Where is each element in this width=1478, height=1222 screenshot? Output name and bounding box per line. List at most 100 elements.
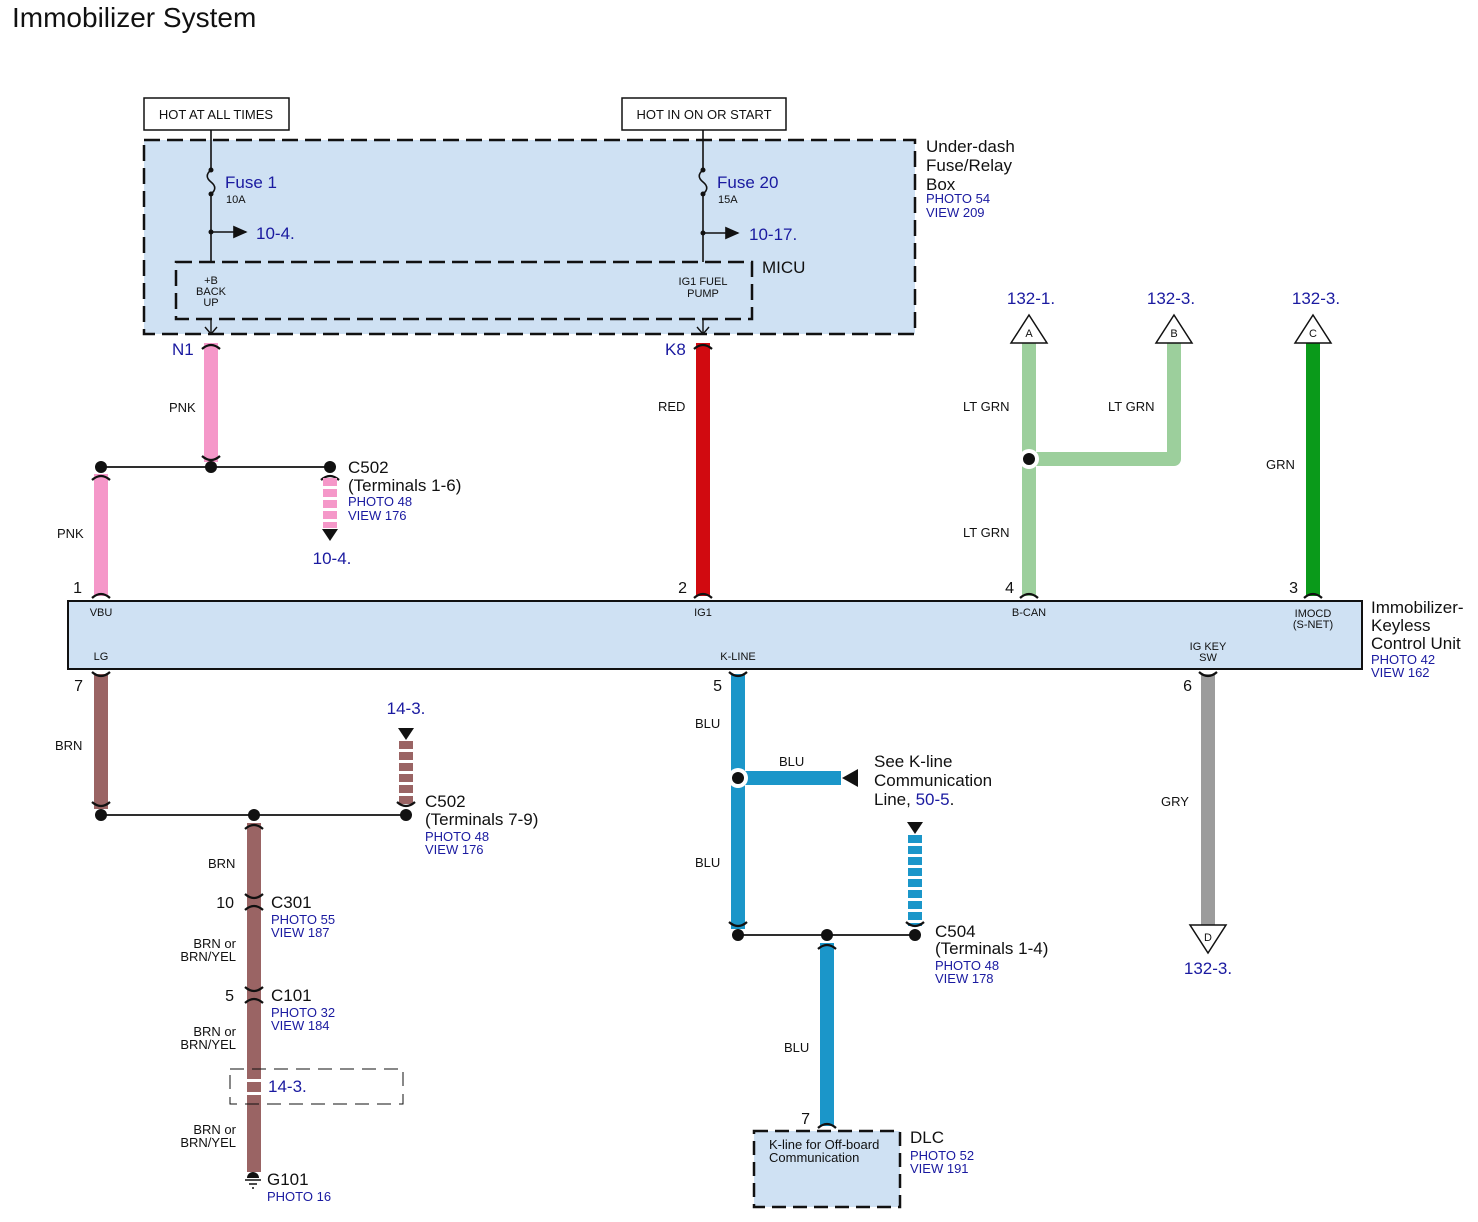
terminal-k8-label: K8 <box>665 340 686 359</box>
junction-dot-blu <box>732 772 744 784</box>
dlc-photo[interactable]: PHOTO 52 <box>910 1148 974 1163</box>
connector-cap-c502-lower <box>396 801 416 808</box>
c101-photo[interactable]: PHOTO 32 <box>271 1005 335 1020</box>
junction-dot-c502-lower <box>400 809 412 821</box>
junction-dot-c502-upper <box>324 461 336 473</box>
c101-view[interactable]: VIEW 184 <box>271 1018 330 1033</box>
connector-cap-pin-5 <box>728 671 748 678</box>
fuse-box-view[interactable]: VIEW 209 <box>926 205 985 220</box>
hot-at-all-times-label: HOT AT ALL TIMES <box>159 107 273 122</box>
pin-label-imocd: IMOCD <box>1295 608 1332 620</box>
pin-number-2: 2 <box>678 580 687 597</box>
offpage-c-ref[interactable]: 132-3. <box>1292 289 1340 308</box>
c101-connector: 5 C101 PHOTO 32 VIEW 184 <box>225 986 335 1033</box>
wire-label-brn-mid: BRN <box>208 856 235 871</box>
c301-pin: 10 <box>216 895 234 912</box>
immobilizer-keyless-control-unit: Immobilizer- Keyless Control Unit PHOTO … <box>67 580 1464 695</box>
fuse-box-name-line-1: Under-dash <box>926 137 1015 156</box>
connector-cap-pin-3 <box>1303 592 1323 599</box>
kline-see-ref-link[interactable]: 50-5 <box>916 790 950 809</box>
control-unit-photo[interactable]: PHOTO 42 <box>1371 652 1435 667</box>
fuse-box-name-line-3: Box <box>926 175 956 194</box>
connector-cap-pin-6 <box>1198 671 1218 678</box>
fuse-box-name-line-2: Fuse/Relay <box>926 156 1012 175</box>
dlc-pin: 7 <box>801 1111 810 1128</box>
pin-label-ig-key: IG KEY <box>1190 641 1227 653</box>
offpage-d-ref[interactable]: 132-3. <box>1184 959 1232 978</box>
pin-number-4: 4 <box>1005 580 1014 597</box>
c502-lower-ref-link[interactable]: 14-3. <box>387 699 426 718</box>
junction-dot-pnk-left <box>95 461 107 473</box>
dlc-inner-line-2: Communication <box>769 1150 859 1165</box>
pin-label-s-net: (S-NET) <box>1293 619 1333 631</box>
under-dash-fuse-relay-box: Under-dash Fuse/Relay Box PHOTO 54 VIEW … <box>142 130 1015 336</box>
ground-ref-box: 14-3. <box>229 1068 404 1105</box>
c502-upper-terminals: (Terminals 1-6) <box>348 476 461 495</box>
wire-label-brn-or-3a: BRN or <box>193 1122 236 1137</box>
c502-upper-connector: C502 (Terminals 1-6) PHOTO 48 VIEW 176 1… <box>313 458 462 568</box>
offpage-b-ref[interactable]: 132-3. <box>1147 289 1195 308</box>
offpage-connector-a[interactable]: 132-1. A <box>1007 289 1055 344</box>
wires-layer <box>91 343 1323 1172</box>
connector-cap-pnk-left <box>91 474 111 481</box>
fuse-1-ref-link[interactable]: 10-4. <box>256 224 295 243</box>
connector-cap-c502-upper <box>320 474 340 481</box>
g101-photo[interactable]: PHOTO 16 <box>267 1189 331 1204</box>
wire-label-pnk-upper: PNK <box>169 400 196 415</box>
arrow-c502-upper-down-icon <box>322 529 338 541</box>
wire-label-brn-or-2a: BRN or <box>193 1024 236 1039</box>
c504-photo[interactable]: PHOTO 48 <box>935 958 999 973</box>
wire-label-blu-lower: BLU <box>784 1040 809 1055</box>
kline-see-line-3-prefix: Line, <box>874 790 916 809</box>
wire-break-1 <box>244 1079 264 1082</box>
c504-view[interactable]: VIEW 178 <box>935 971 994 986</box>
wire-label-ltgrn-b: LT GRN <box>1108 399 1154 414</box>
wire-label-ltgrn-lower: LT GRN <box>963 525 1009 540</box>
control-unit-view[interactable]: VIEW 162 <box>1371 665 1430 680</box>
offpage-connector-c[interactable]: 132-3. C <box>1292 289 1340 344</box>
connector-cap-c301-b <box>244 904 264 911</box>
fuse-20-name: Fuse 20 <box>717 173 778 192</box>
c502-upper-view[interactable]: VIEW 176 <box>348 508 407 523</box>
offpage-a-ref[interactable]: 132-1. <box>1007 289 1055 308</box>
connector-cap-pnk-junction <box>201 455 221 462</box>
ground-ref-link[interactable]: 14-3. <box>268 1077 307 1096</box>
kline-see-line-2: Communication <box>874 771 992 790</box>
c502-upper-ref-link[interactable]: 10-4. <box>313 549 352 568</box>
c502-upper-photo[interactable]: PHOTO 48 <box>348 494 412 509</box>
hot-at-all-times-box: HOT AT ALL TIMES <box>143 97 290 131</box>
dlc-view[interactable]: VIEW 191 <box>910 1161 969 1176</box>
dlc-connector: K-line for Off-board Communication 7 DLC… <box>752 1111 974 1209</box>
arrow-c504-down-icon <box>907 822 923 834</box>
c101-pin: 5 <box>225 988 234 1005</box>
fuse-20-ref-link[interactable]: 10-17. <box>749 225 797 244</box>
dlc-name: DLC <box>910 1128 944 1147</box>
offpage-b-letter: B <box>1170 328 1177 340</box>
connector-cap-pin-4 <box>1019 592 1039 599</box>
connector-cap-pin-7 <box>91 671 111 678</box>
wire-label-brn-or-1a: BRN or <box>193 936 236 951</box>
junction-dot-ltgrn <box>1023 453 1035 465</box>
offpage-connector-d[interactable]: D 132-3. <box>1184 924 1232 978</box>
offpage-d-letter: D <box>1204 932 1212 944</box>
diagram-title: Immobilizer System <box>12 2 257 33</box>
hot-in-on-or-start-box: HOT IN ON OR START <box>621 97 787 131</box>
c301-photo[interactable]: PHOTO 55 <box>271 912 335 927</box>
c101-name: C101 <box>271 986 312 1005</box>
pin-label-b-can: B-CAN <box>1012 607 1046 619</box>
junction-dot-pnk-mid <box>205 461 217 473</box>
kline-see-line-3: Line, 50-5. <box>874 790 954 809</box>
pin-number-1: 1 <box>73 580 82 597</box>
offpage-connector-b[interactable]: 132-3. B <box>1147 289 1195 344</box>
terminal-n1-label: N1 <box>172 340 194 359</box>
c502-lower-view[interactable]: VIEW 176 <box>425 842 484 857</box>
wire-label-pnk-lower: PNK <box>57 526 84 541</box>
offpage-a-letter: A <box>1025 328 1033 340</box>
wire-label-brn-or-3b: BRN/YEL <box>180 1135 236 1150</box>
wire-break-2 <box>244 1092 264 1095</box>
c301-view[interactable]: VIEW 187 <box>271 925 330 940</box>
c502-lower-photo[interactable]: PHOTO 48 <box>425 829 489 844</box>
fuse-box-photo[interactable]: PHOTO 54 <box>926 191 990 206</box>
wire-label-brn-or-1b: BRN/YEL <box>180 949 236 964</box>
